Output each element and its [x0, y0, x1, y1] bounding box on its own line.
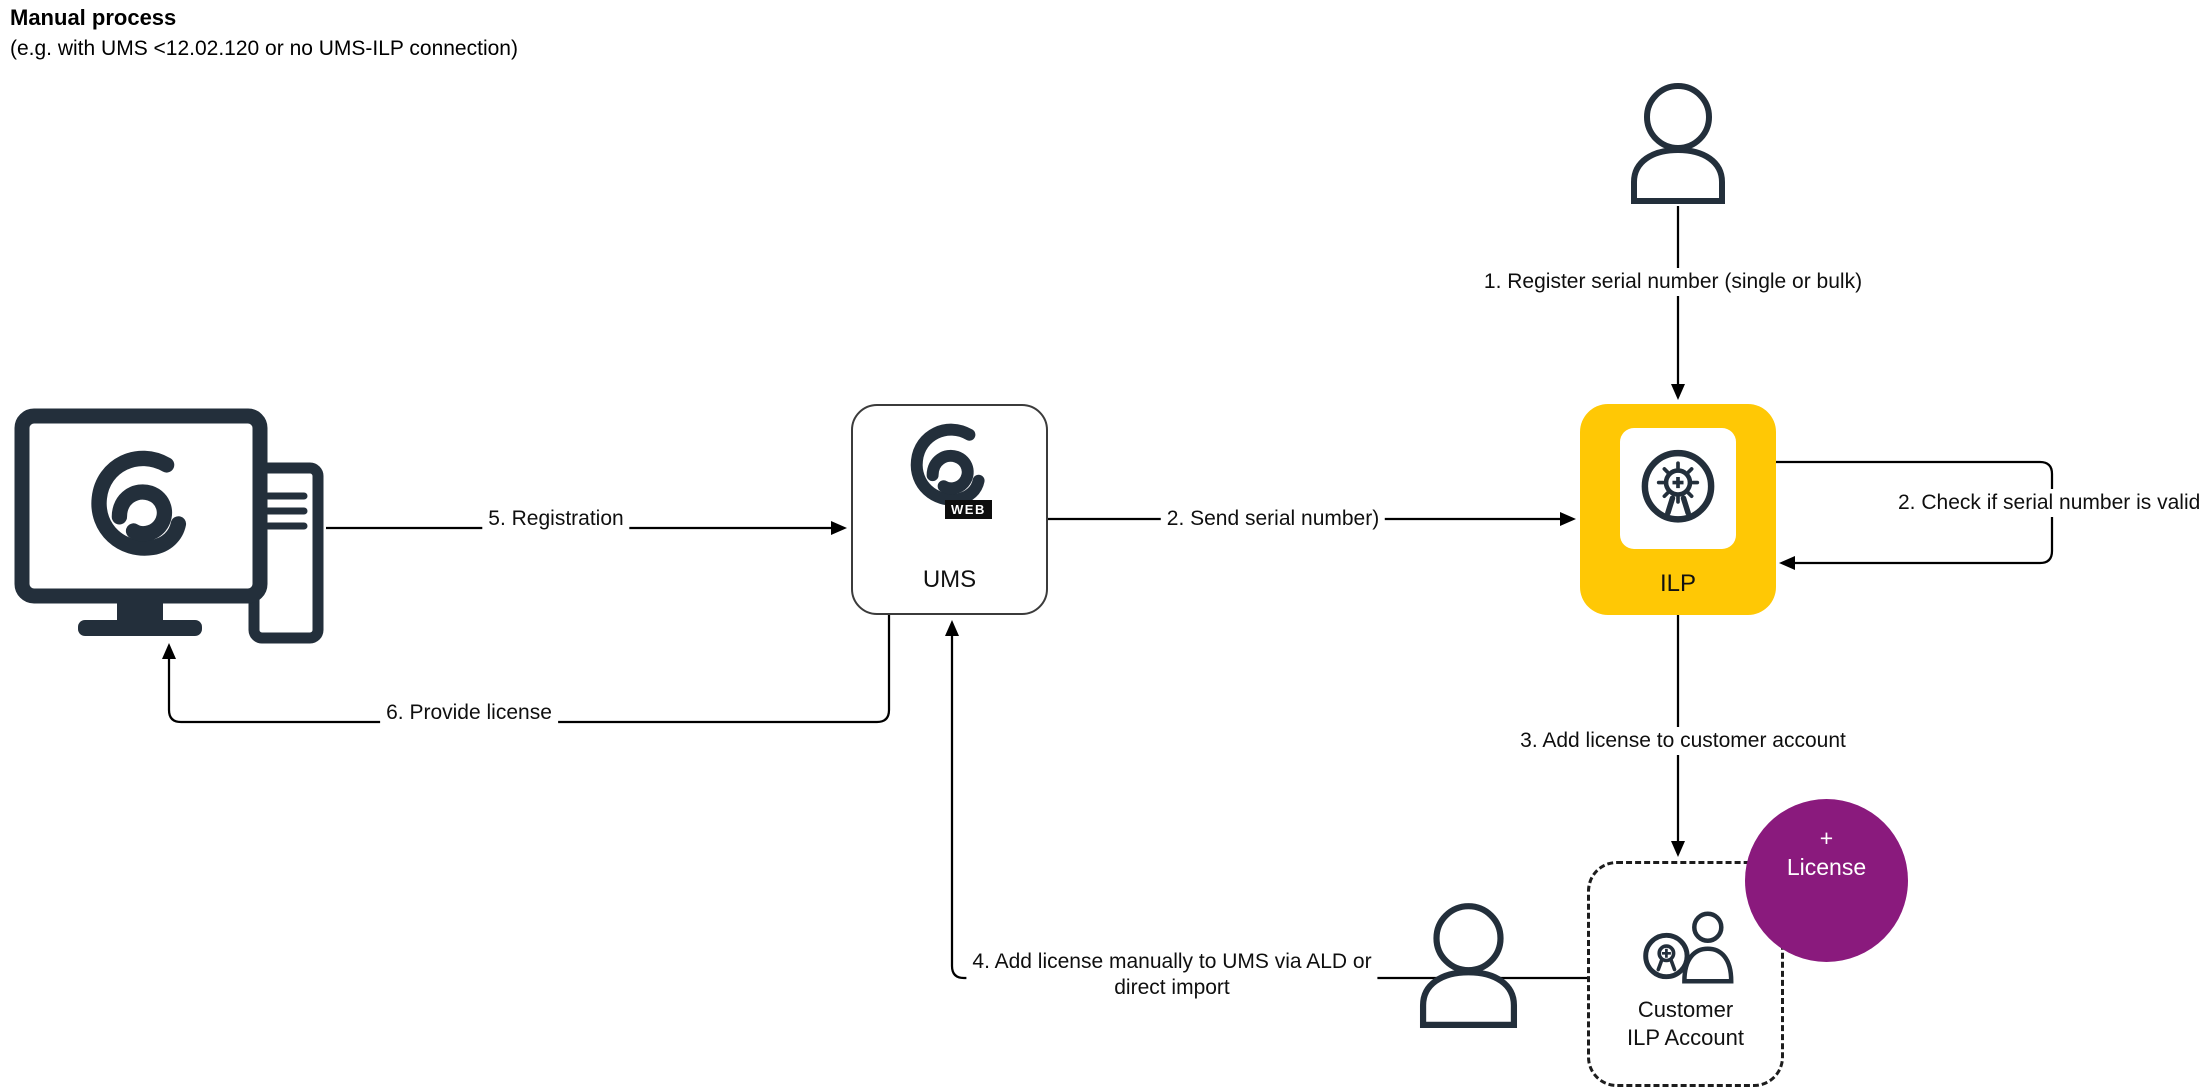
customer-account-icon [1634, 902, 1742, 992]
ilp-icon-tile [1620, 428, 1736, 549]
diagram-header: Manual process (e.g. with UMS <12.02.120… [10, 5, 518, 61]
ilp-label: ILP [1659, 570, 1697, 597]
edge-label-step4-line1: 4. Add license manually to UMS via ALD o… [972, 950, 1372, 973]
customer-label-line2: ILP Account [1626, 1025, 1744, 1050]
edge-label-step1: 1. Register serial number (single or bul… [1477, 268, 1869, 296]
customer-label-line1: Customer [1637, 997, 1734, 1022]
web-badge: WEB [945, 500, 992, 519]
ilp-node: ILP [1580, 404, 1776, 615]
person-top-node [1625, 80, 1731, 204]
diagram-title: Manual process [10, 5, 177, 30]
license-award-badge-icon [1632, 443, 1724, 535]
diagram-subtitle: (e.g. with UMS <12.02.120 or no UMS-ILP … [10, 37, 518, 60]
license-plus: + [1819, 824, 1834, 851]
edge-label-step6: 6. Provide license [380, 699, 558, 727]
person-icon [1625, 80, 1731, 204]
edge-label-step5: 5. Registration [482, 505, 630, 533]
endpoint-device-node [14, 408, 324, 648]
edge-label-step3: 3. Add license to customer account [1514, 727, 1852, 755]
license-badge: + License [1745, 799, 1908, 962]
customer-account-label: Customer ILP Account [1590, 996, 1781, 1052]
person-icon [1412, 900, 1525, 1028]
license-label: License [1786, 853, 1867, 880]
edge-label-step4: 4. Add license manually to UMS via ALD o… [966, 948, 1378, 1002]
endpoint-device-icon [14, 408, 324, 644]
ums-node: WEB UMS [851, 404, 1048, 615]
edge-label-step2-send: 2. Send serial number) [1160, 505, 1386, 533]
edge-label-step2-check: 2. Check if serial number is valid [1892, 489, 2206, 517]
edge-label-step4-line2: direct import [1114, 976, 1230, 999]
ums-label: UMS [922, 566, 977, 593]
person-bottom-node [1412, 900, 1525, 1028]
ums-logo-icon [905, 420, 997, 512]
arrow-step4-manual-import [945, 620, 1587, 980]
